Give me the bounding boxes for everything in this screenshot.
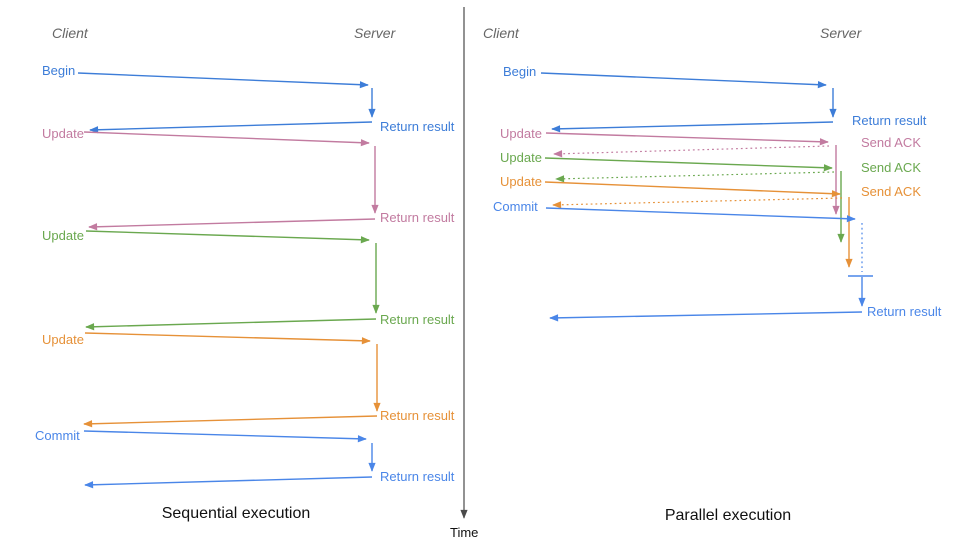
par-update3-request-line xyxy=(544,181,841,198)
par-update2-request-line xyxy=(544,157,833,172)
par-update2-label: Update xyxy=(500,150,542,165)
par-begin-label: Begin xyxy=(503,64,536,79)
par-server-header: Server xyxy=(820,25,863,41)
seq-client-header: Client xyxy=(52,25,89,41)
seq-caption: Sequential execution xyxy=(162,505,311,522)
seq-commit-label: Commit xyxy=(35,428,80,443)
seq-update1-request-line xyxy=(83,131,370,147)
time-axis: Time xyxy=(450,7,478,540)
time-axis-label: Time xyxy=(450,525,478,540)
par-update2-ack-label: Send ACK xyxy=(861,160,921,175)
parallel-diagram: Client Server Begin Return result Update… xyxy=(483,25,942,524)
seq-commit-request-line xyxy=(83,430,367,443)
seq-begin-label: Begin xyxy=(42,63,75,78)
seq-update1-label: Update xyxy=(42,126,84,141)
seq-commit-response-label: Return result xyxy=(380,469,455,484)
seq-begin-response-label: Return result xyxy=(380,119,455,134)
seq-update3-request-line xyxy=(84,332,371,345)
par-update1-request-line xyxy=(545,132,829,146)
par-update1-label: Update xyxy=(500,126,542,141)
par-begin-response-line xyxy=(551,121,834,133)
par-commit-request-line xyxy=(545,207,856,223)
par-commit-response-label: Return result xyxy=(867,304,942,319)
seq-server-header: Server xyxy=(354,25,397,41)
seq-commit-response-line xyxy=(84,476,373,489)
par-begin-request-line xyxy=(540,72,827,89)
par-update3-label: Update xyxy=(500,174,542,189)
par-caption: Parallel execution xyxy=(665,507,791,524)
par-update2-ack-line xyxy=(555,171,835,183)
seq-update3-label: Update xyxy=(42,332,84,347)
seq-update1-response-line xyxy=(88,218,376,231)
par-commit-response-line xyxy=(549,311,863,322)
seq-begin-request-line xyxy=(77,72,369,89)
seq-update1-response-label: Return result xyxy=(380,210,455,225)
seq-update2-label: Update xyxy=(42,228,84,243)
par-client-header: Client xyxy=(483,25,520,41)
par-update3-ack-label: Send ACK xyxy=(861,184,921,199)
par-begin-response-label: Return result xyxy=(852,113,927,128)
par-update1-ack-label: Send ACK xyxy=(861,135,921,150)
par-commit-label: Commit xyxy=(493,199,538,214)
par-update3-ack-line xyxy=(552,197,843,209)
sequential-diagram: Client Server Begin Return result Update… xyxy=(35,25,455,522)
seq-update2-response-label: Return result xyxy=(380,312,455,327)
seq-update3-response-line xyxy=(83,415,378,428)
seq-update3-response-label: Return result xyxy=(380,408,455,423)
par-update1-ack-line xyxy=(553,145,830,158)
seq-update2-response-line xyxy=(85,318,377,331)
seq-update2-request-line xyxy=(85,230,370,244)
seq-begin-response-line xyxy=(89,121,373,134)
